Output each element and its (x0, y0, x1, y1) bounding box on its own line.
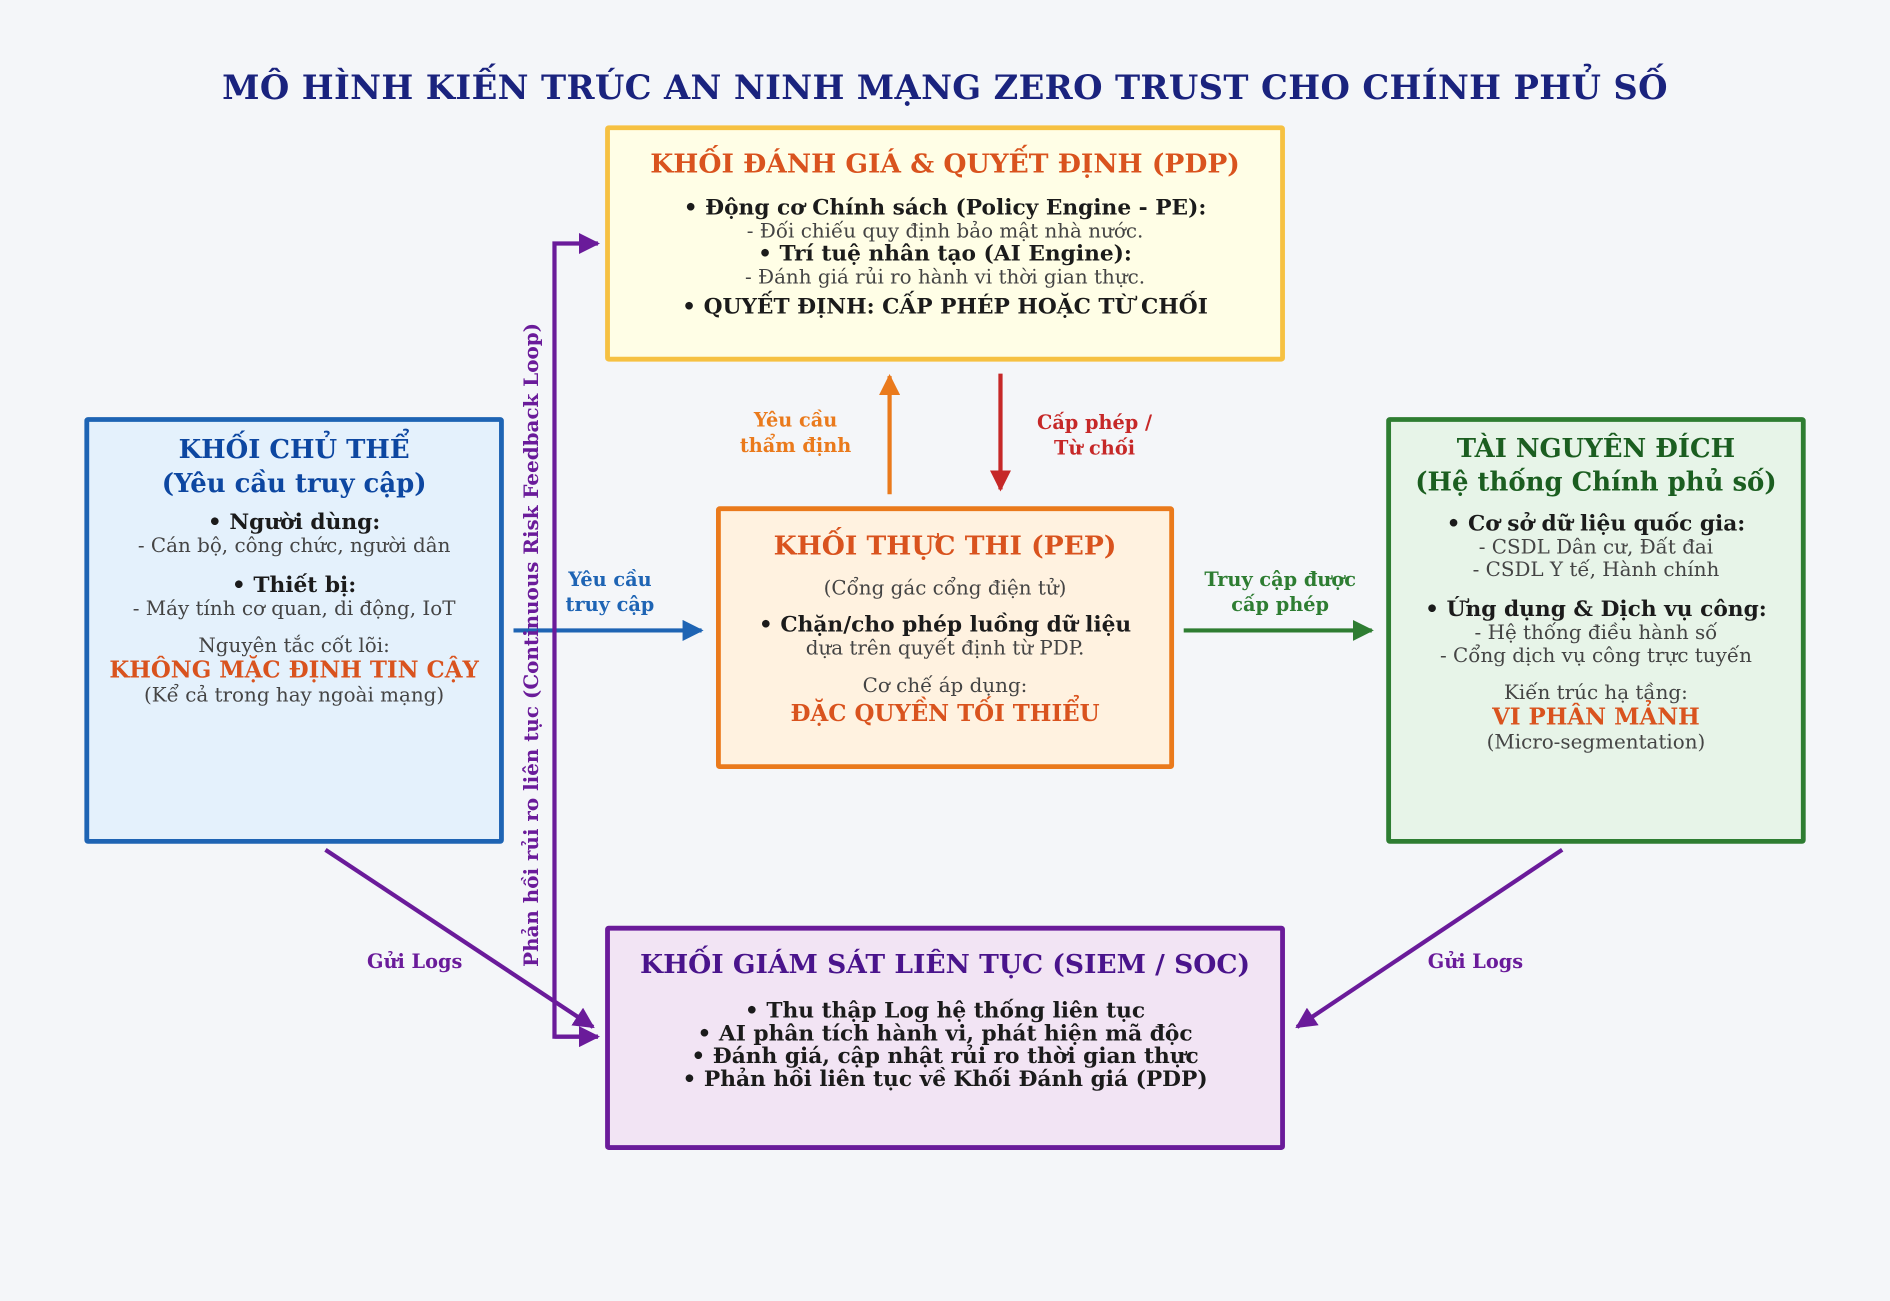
subject-principle-note: (Kể cả trong hay ngoài mạng) (144, 683, 445, 707)
label-request-assessment: Yêu cầu thẩm định (740, 407, 851, 458)
resource-block: TÀI NGUYÊN ĐÍCH (Hệ thống Chính phủ số) … (1386, 417, 1806, 844)
pdp-item-policy-engine: • Động cơ Chính sách (Policy Engine - PE… (683, 195, 1207, 221)
diagram-title: MÔ HÌNH KIẾN TRÚC AN NINH MẠNG ZERO TRUS… (222, 67, 1668, 108)
resource-heading-line1: TÀI NGUYÊN ĐÍCH (1456, 433, 1736, 465)
label-grant-deny-line1: Cấp phép / (1036, 411, 1153, 434)
resource-item-national-db: • Cơ sở dữ liệu quốc gia: (1446, 511, 1746, 537)
pep-item-flow-control: • Chặn/cho phép luồng dữ liệu (758, 612, 1132, 638)
pep-mechanism: ĐẶC QUYỀN TỐI THIỂU (790, 700, 1100, 727)
label-send-logs-left: Gửi Logs (367, 949, 463, 973)
monitor-heading: KHỐI GIÁM SÁT LIÊN TỤC (SIEM / SOC) (640, 948, 1251, 980)
resource-item-national-db-desc1: - CSDL Dân cư, Đất đai (1478, 535, 1714, 559)
resource-infra: VI PHÂN MẢNH (1492, 703, 1700, 731)
subject-item-users-desc: - Cán bộ, công chức, người dân (137, 533, 451, 557)
monitor-item-log-collection: • Thu thập Log hệ thống liên tục (744, 998, 1146, 1024)
subject-heading-line1: KHỐI CHỦ THỂ (178, 435, 410, 466)
label-request-assessment-line2: thẩm định (739, 433, 852, 457)
pep-subtitle: (Cổng gác cổng điện tử) (823, 576, 1067, 600)
pdp-item-ai-engine-desc: - Đánh giá rủi ro hành vi thời gian thực… (744, 265, 1146, 289)
pep-block: KHỐI THỰC THI (PEP) (Cổng gác cổng điện … (716, 506, 1175, 770)
arrow-resource-logs (1295, 848, 1564, 1029)
pep-item-flow-control-desc: dựa trên quyết định từ PDP. (805, 636, 1085, 660)
label-request-access-line1: Yêu cầu (568, 567, 652, 591)
monitor-item-feedback: • Phản hồi liên tục về Khối Đánh giá (PD… (682, 1066, 1208, 1093)
subject-item-users: • Người dùng: (207, 509, 381, 536)
resource-item-apps-desc1: - Hệ thống điều hành số (1474, 620, 1718, 644)
resource-infra-label: Kiến trúc hạ tầng: (1504, 681, 1688, 704)
label-granted-access-line2: cấp phép (1231, 593, 1329, 616)
label-request-access: Yêu cầu truy cập (566, 567, 655, 618)
monitor-block: KHỐI GIÁM SÁT LIÊN TỤC (SIEM / SOC) • Th… (605, 925, 1285, 1150)
label-granted-access-line1: Truy cập được (1204, 567, 1356, 591)
monitor-item-risk-update: • Đánh giá, cập nhật rủi ro thời gian th… (691, 1043, 1199, 1070)
label-send-logs-right: Gửi Logs (1427, 949, 1524, 973)
pep-mechanism-label: Cơ chế áp dụng: (862, 673, 1028, 697)
label-feedback-loop: Phản hồi rủi ro liên tục (Continuous Ris… (520, 322, 544, 967)
pdp-item-policy-engine-desc: - Đối chiếu quy định bảo mật nhà nước. (746, 219, 1144, 243)
label-granted-access: Truy cập được cấp phép (1204, 567, 1356, 618)
feedback-loop-line (552, 232, 600, 1039)
pdp-decision: • QUYẾT ĐỊNH: CẤP PHÉP HOẶC TỪ CHỐI (682, 294, 1208, 320)
subject-item-devices: • Thiết bị: (231, 572, 357, 598)
resource-infra-note: (Micro-segmentation) (1486, 730, 1706, 754)
pdp-item-ai-engine: • Trí tuệ nhân tạo (AI Engine): (758, 241, 1132, 267)
resource-item-national-db-desc2: - CSDL Y tế, Hành chính (1472, 558, 1720, 582)
label-request-assessment-line1: Yêu cầu (753, 408, 838, 432)
label-grant-deny: Cấp phép / Từ chối (1037, 410, 1152, 461)
label-request-access-line2: truy cập (565, 593, 655, 616)
resource-item-apps: • Ứng dụng & Dịch vụ công: (1425, 596, 1767, 622)
pdp-block: KHỐI ĐÁNH GIÁ & QUYẾT ĐỊNH (PDP) • Động … (605, 125, 1285, 362)
resource-heading: TÀI NGUYÊN ĐÍCH (Hệ thống Chính phủ số) (1391, 433, 1801, 501)
pep-heading: KHỐI THỰC THI (PEP) (773, 530, 1117, 562)
label-grant-deny-line2: Từ chối (1053, 436, 1136, 460)
subject-item-devices-desc: - Máy tính cơ quan, di động, IoT (132, 596, 456, 620)
monitor-item-ai-analysis: • AI phân tích hành vi, phát hiện mã độc (697, 1020, 1193, 1047)
resource-heading-line2: (Hệ thống Chính phủ số) (1415, 467, 1777, 498)
subject-heading-line2: (Yêu cầu truy cập) (161, 468, 427, 500)
resource-item-apps-desc2: - Cổng dịch vụ công trực tuyến (1440, 643, 1752, 667)
subject-principle: KHÔNG MẶC ĐỊNH TIN CẬY (109, 656, 479, 684)
subject-heading: KHỐI CHỦ THỂ (Yêu cầu truy cập) (89, 434, 499, 502)
subject-principle-label: Nguyên tắc cốt lõi: (198, 634, 390, 657)
pdp-heading: KHỐI ĐÁNH GIÁ & QUYẾT ĐỊNH (PDP) (650, 148, 1240, 180)
subject-block: KHỐI CHỦ THỂ (Yêu cầu truy cập) • Người … (84, 417, 504, 844)
arrow-subject-logs (324, 848, 595, 1029)
